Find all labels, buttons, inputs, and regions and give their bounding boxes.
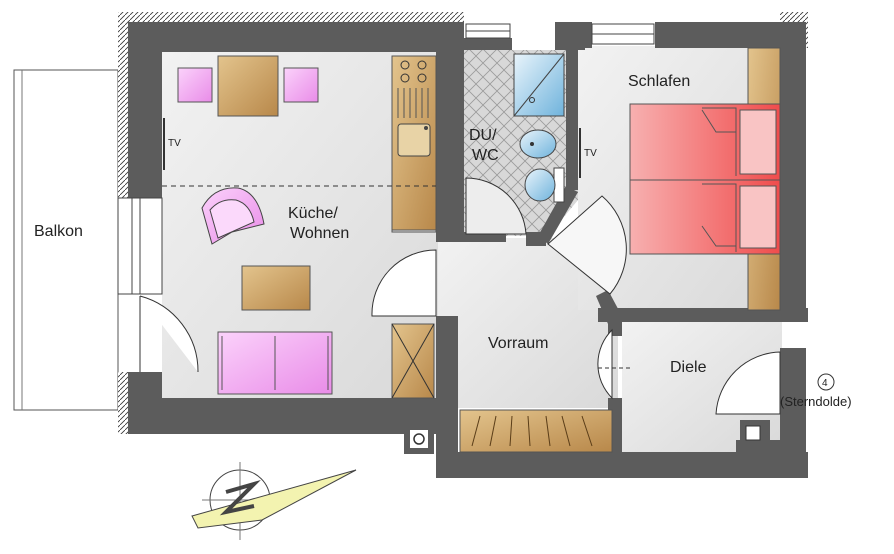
tv-bedroom: TV (579, 128, 597, 178)
washbasin (519, 129, 557, 159)
shower (513, 53, 565, 117)
windows (117, 23, 655, 295)
unit-marker: 4 (Sterndolde) (780, 373, 852, 409)
armchair (201, 187, 265, 245)
wardrobe-hall (459, 409, 613, 453)
room-label-diele: Diele (670, 359, 707, 376)
room-label-wc: WC (472, 147, 499, 164)
balcony (13, 69, 119, 411)
tv-bedroom-label: TV (584, 148, 597, 159)
north-arrow-icon (191, 462, 357, 540)
room-label-schlafen: Schlafen (628, 73, 690, 90)
walls (128, 22, 808, 478)
sofa (217, 331, 333, 395)
chimney-left (410, 430, 428, 448)
room-label-kueche-2: Wohnen (290, 225, 349, 242)
kitchen-counter (391, 55, 437, 233)
room-label-balkon: Balkon (34, 223, 83, 240)
coffee-table (241, 265, 311, 311)
dining-table (177, 55, 319, 117)
chimney-left-flue (413, 433, 425, 445)
chimney-right (745, 425, 761, 441)
room-label-du: DU/ (469, 127, 497, 144)
room-label-kueche-1: Küche/ (288, 205, 338, 222)
tv-living-label: TV (168, 138, 181, 149)
storage-cabinet (391, 323, 435, 399)
tv-living: TV (163, 118, 181, 170)
double-bed (629, 103, 781, 255)
unit-number: 4 (822, 378, 828, 389)
doors (139, 177, 781, 415)
unit-name: (Sterndolde) (780, 394, 852, 409)
toilet (524, 167, 565, 203)
room-label-vorraum: Vorraum (488, 335, 548, 352)
